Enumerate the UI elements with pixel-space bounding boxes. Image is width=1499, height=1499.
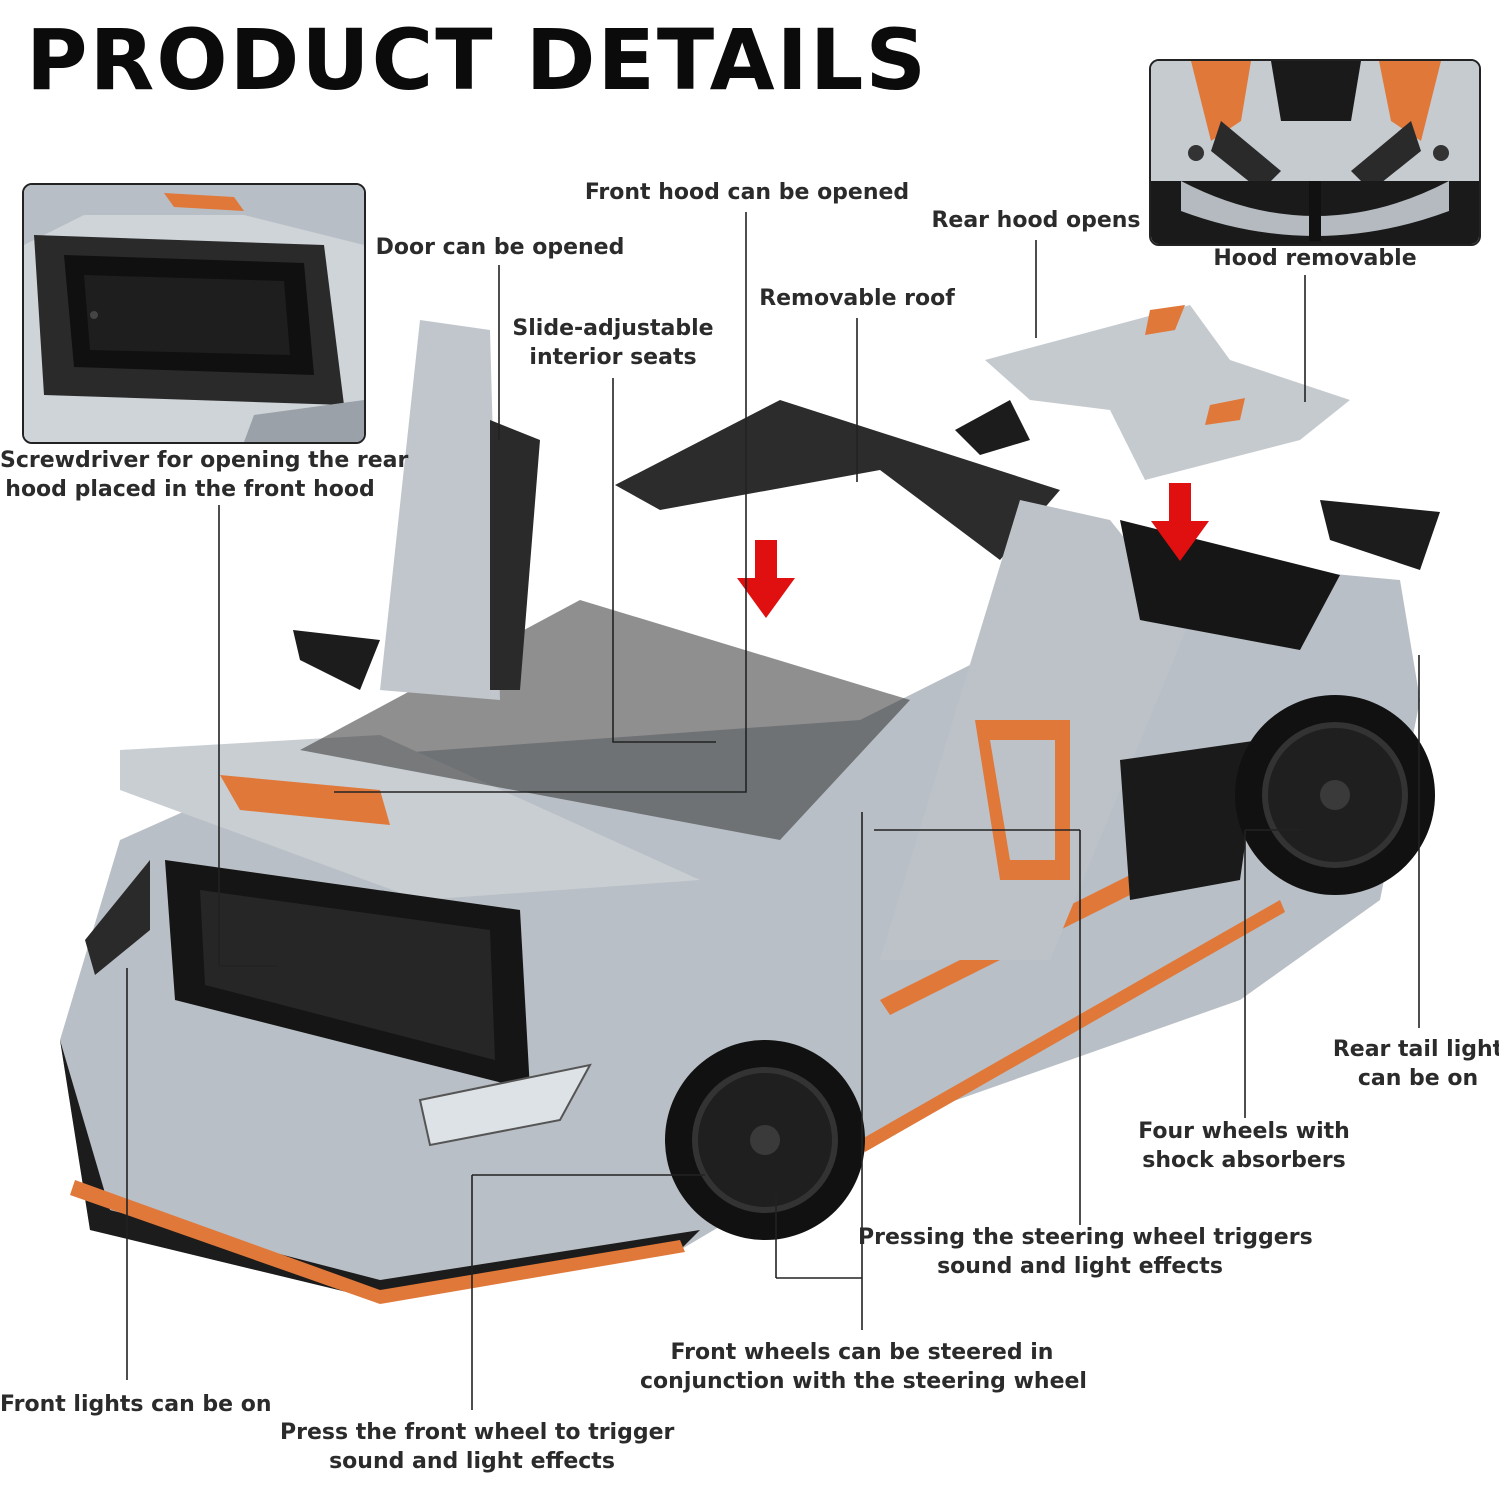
callout-line-steering xyxy=(874,829,1081,1225)
callout-line-front-wheel-press xyxy=(471,1174,705,1410)
callout-line-screwdriver xyxy=(218,505,278,967)
label-screwdriver: Screwdriver for opening the rear hood pl… xyxy=(0,448,409,502)
label-front-wheels-steer: Front wheels can be steered in conjuncti… xyxy=(640,1340,1087,1394)
car-body xyxy=(60,305,1440,1304)
label-rear-hood: Rear hood opens xyxy=(931,208,1141,233)
rear-hood-inset-image xyxy=(1149,59,1481,246)
callout-line-seats xyxy=(612,378,716,743)
front-hood-inset-image xyxy=(22,183,366,444)
label-steering-wheel: Pressing the steering wheel triggers sou… xyxy=(858,1225,1313,1279)
label-door: Door can be opened xyxy=(375,235,625,260)
label-roof: Removable roof xyxy=(759,286,955,311)
label-hood-removable: Hood removable xyxy=(1213,246,1417,271)
label-four-wheels: Four wheels with shock absorbers xyxy=(1138,1119,1350,1173)
callout-line-front-hood xyxy=(334,212,747,793)
front-hood-storage-illustration xyxy=(24,185,364,442)
label-seats: Slide-adjustable interior seats xyxy=(512,316,714,370)
label-front-hood: Front hood can be opened xyxy=(584,180,910,205)
label-front-wheel-press: Press the front wheel to trigger sound a… xyxy=(280,1420,675,1474)
rear-hood-illustration xyxy=(1151,61,1479,244)
red-arrow-icon xyxy=(1151,483,1209,561)
page-title: PRODUCT DETAILS xyxy=(26,11,928,109)
callout-lines xyxy=(126,212,1420,1410)
callout-line-four-wheels xyxy=(1244,829,1301,1118)
red-arrow-icon xyxy=(737,540,795,618)
label-front-lights: Front lights can be on xyxy=(0,1392,272,1417)
callout-line-front-wheels-steer xyxy=(775,812,863,1330)
label-rear-tail-light: Rear tail light can be on xyxy=(1332,1037,1499,1091)
